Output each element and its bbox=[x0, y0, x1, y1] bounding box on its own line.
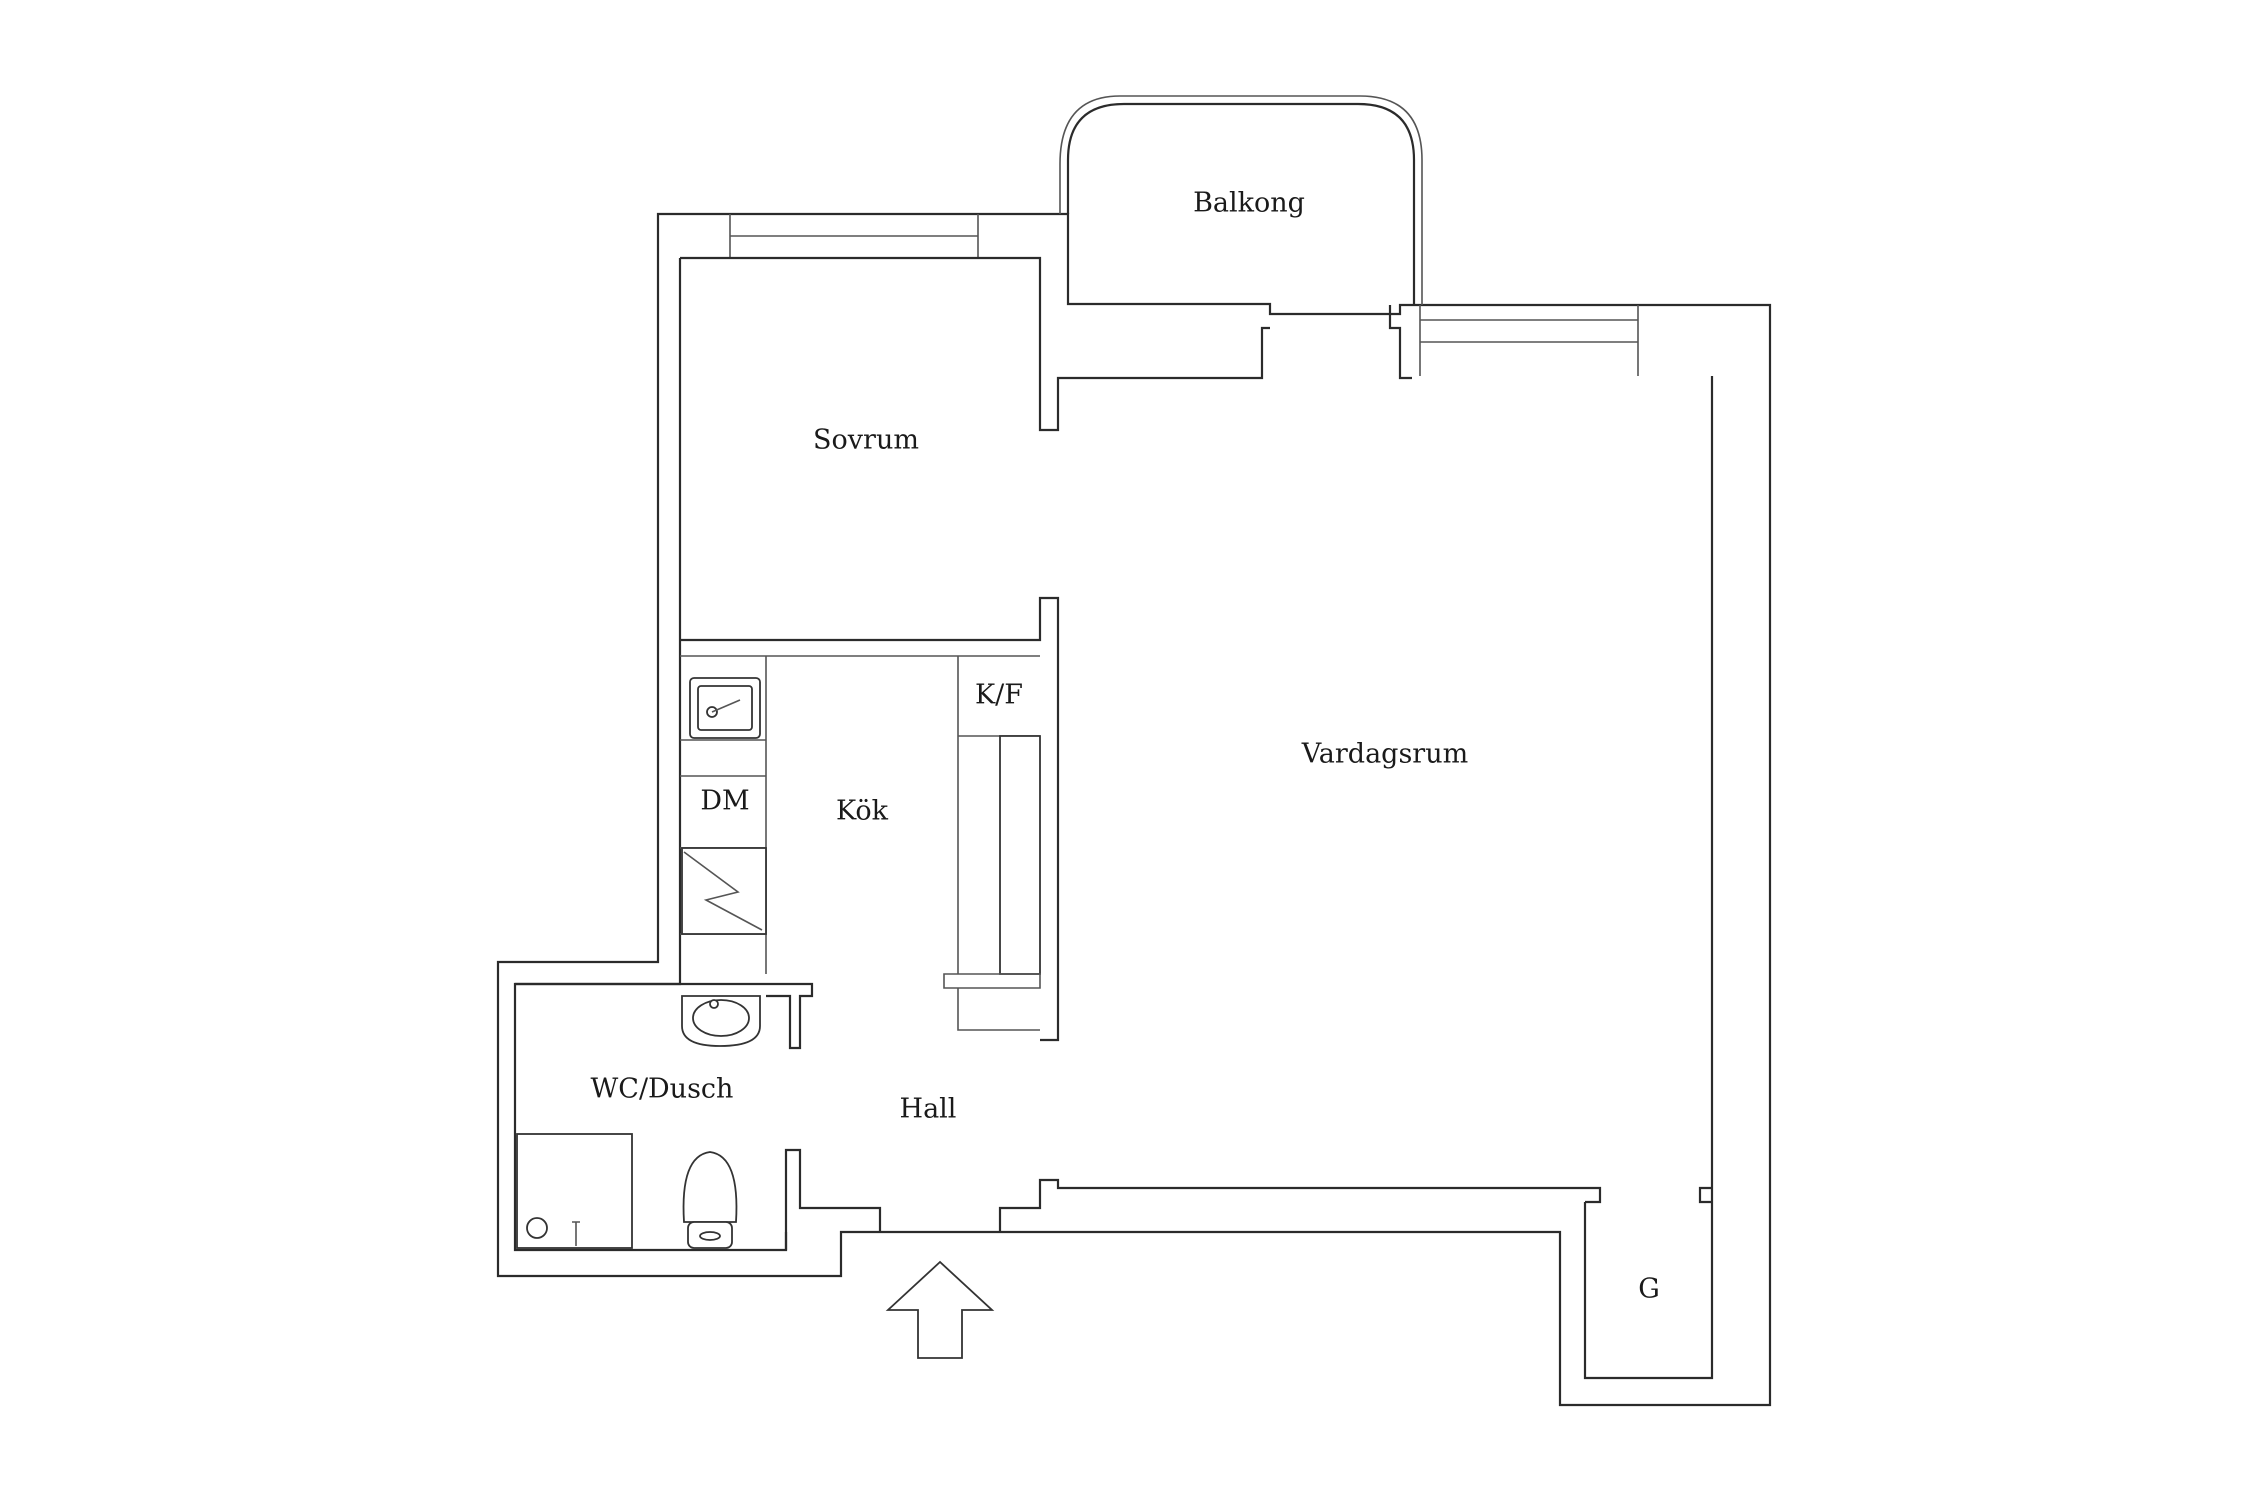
windows bbox=[729, 214, 1639, 376]
bathroom-walls bbox=[515, 982, 1712, 1250]
toilet-icon bbox=[682, 1151, 738, 1249]
room-label-g: G bbox=[1638, 1274, 1660, 1305]
kitchen-walls bbox=[680, 655, 1041, 1031]
kitchen-sink-icon bbox=[689, 677, 761, 739]
washbasin-icon bbox=[681, 995, 761, 1047]
room-label-vardagsrum: Vardagsrum bbox=[1301, 739, 1468, 770]
entrance-arrow-icon bbox=[885, 1260, 995, 1359]
room-label-kok: Kök bbox=[836, 796, 889, 827]
bedroom-walls bbox=[680, 256, 1412, 1042]
room-label-dm: DM bbox=[700, 786, 749, 817]
balcony bbox=[1059, 95, 1423, 305]
room-label-kf: K/F bbox=[975, 680, 1023, 711]
room-label-sovrum: Sovrum bbox=[813, 425, 919, 456]
room-label-hall: Hall bbox=[900, 1094, 957, 1125]
shower-icon bbox=[516, 1133, 633, 1249]
room-label-balkong: Balkong bbox=[1193, 188, 1305, 219]
stove-icon bbox=[681, 847, 767, 935]
room-label-wc: WC/Dusch bbox=[591, 1074, 734, 1105]
